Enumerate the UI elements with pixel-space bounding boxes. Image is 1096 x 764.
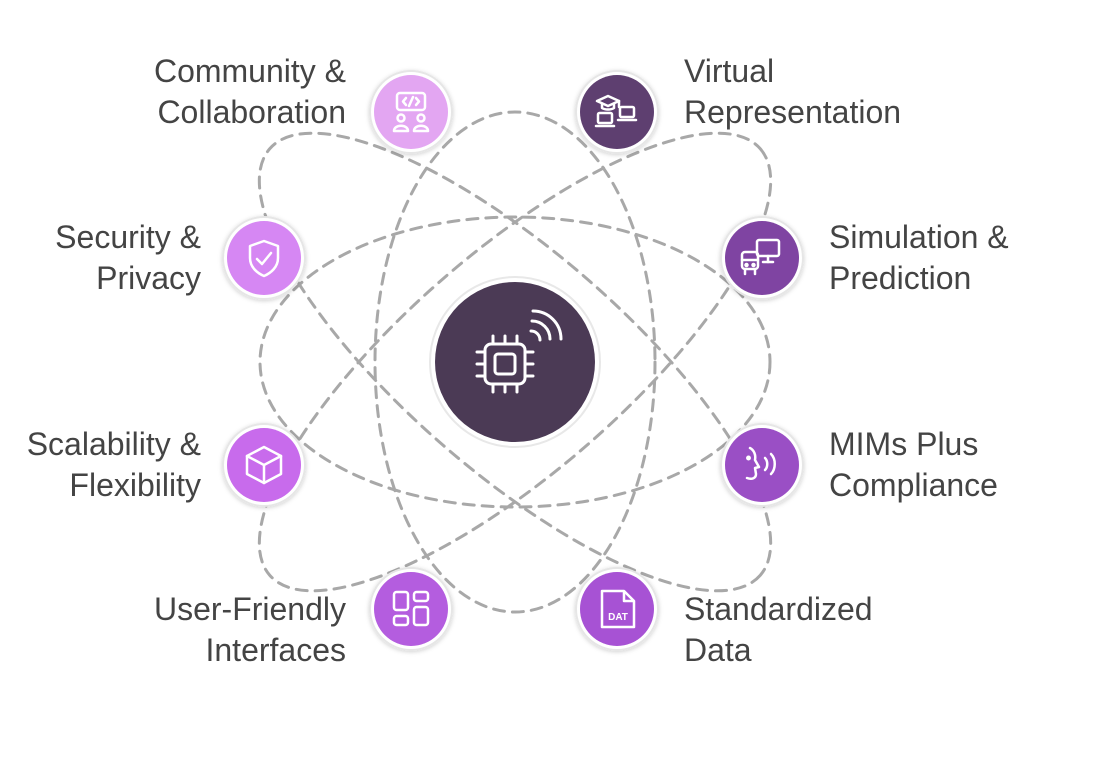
orbit-horizontal	[258, 215, 772, 509]
label-simulation-prediction: Simulation & Prediction	[829, 217, 1009, 299]
label-line: Virtual	[684, 53, 775, 89]
label-line: Flexibility	[69, 467, 201, 503]
label-mims-plus-compliance: MIMs Plus Compliance	[829, 424, 998, 506]
label-line: Collaboration	[157, 94, 346, 130]
orbit-diagonal-b	[257, 131, 773, 593]
voice-icon	[745, 446, 776, 481]
center-node	[429, 276, 601, 448]
node-scalability-flexibility	[222, 423, 306, 507]
orbit-diagonal-a	[257, 131, 773, 593]
node-community-collaboration	[369, 70, 453, 154]
cube-icon	[245, 445, 283, 485]
orbits	[257, 110, 773, 614]
node-standardized-data: DAT	[575, 567, 659, 651]
virtual-learning-icon	[594, 94, 638, 128]
node-circle	[374, 75, 448, 149]
node-virtual-representation	[575, 70, 659, 154]
simulation-icon	[740, 238, 781, 276]
dat-file-label: DAT	[608, 612, 628, 623]
layout-icon	[392, 590, 430, 627]
node-circle	[580, 572, 654, 646]
label-security-privacy: Security & Privacy	[55, 217, 201, 299]
node-circle	[374, 572, 448, 646]
shield-check-icon	[248, 239, 280, 278]
label-line: Data	[684, 632, 752, 668]
label-line: Standardized	[684, 591, 873, 627]
node-circle	[725, 428, 799, 502]
node-circle	[580, 75, 654, 149]
node-security-privacy	[222, 216, 306, 300]
label-user-friendly-interfaces: User-Friendly Interfaces	[154, 589, 346, 671]
chip-wireless-icon	[475, 309, 563, 394]
label-line: Compliance	[829, 467, 998, 503]
label-line: Scalability &	[26, 426, 201, 462]
node-simulation-prediction	[720, 216, 804, 300]
orbit-vertical-wide	[373, 110, 657, 614]
label-scalability-flexibility: Scalability & Flexibility	[27, 424, 201, 506]
label-line: User-Friendly	[153, 591, 346, 627]
label-line: MIMs Plus	[829, 426, 979, 462]
label-standardized-data: Standardized Data	[684, 589, 873, 671]
label-line: Community &	[153, 53, 346, 89]
node-circle	[725, 221, 799, 295]
label-line: Interfaces	[205, 632, 346, 668]
node-mims-plus-compliance	[720, 423, 804, 507]
node-circle	[227, 221, 301, 295]
label-line: Security &	[55, 219, 201, 255]
label-line: Prediction	[829, 260, 972, 296]
label-line: Representation	[684, 94, 902, 130]
node-user-friendly-interfaces	[369, 567, 453, 651]
label-line: Privacy	[96, 260, 201, 296]
label-community-collaboration: Community & Collaboration	[154, 51, 346, 133]
collaboration-icon	[392, 91, 430, 133]
dat-file-icon: DAT	[600, 589, 636, 629]
label-virtual-representation: Virtual Representation	[684, 51, 901, 133]
label-line: Simulation &	[829, 219, 1009, 255]
